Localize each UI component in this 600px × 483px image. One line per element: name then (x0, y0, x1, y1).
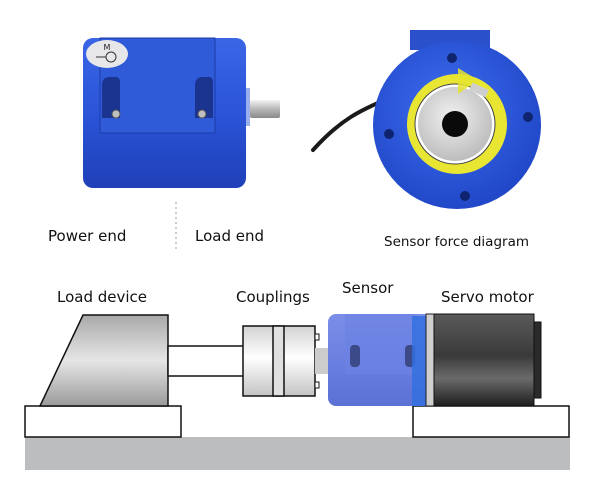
sensor-front-view (311, 30, 541, 209)
label-servo-motor: Servo motor (441, 288, 534, 306)
servo-motor-body (433, 313, 535, 407)
load-device-platform (24, 405, 182, 438)
mount-hole-left (384, 129, 394, 139)
slot-right (195, 77, 213, 118)
load-device-body (38, 314, 169, 407)
label-load-device: Load device (57, 288, 148, 306)
label-sensor: Sensor (342, 279, 394, 297)
center-bore (442, 111, 468, 137)
coupling-gap (272, 325, 285, 397)
mount-hole-bottom (460, 191, 470, 201)
sensor-small-slot-left (350, 345, 360, 367)
sensor-side-view (83, 37, 280, 188)
servo-motor-endcap (533, 321, 542, 399)
motor-platform (412, 405, 570, 438)
sticker-letter: M (104, 43, 111, 52)
screw-left (111, 109, 121, 119)
coupling-screw-top (314, 333, 320, 341)
output-shaft (250, 100, 280, 118)
mount-hole-right (523, 112, 533, 122)
load-shaft (167, 345, 245, 377)
mount-hole-top (447, 53, 457, 63)
sensor-flange (412, 316, 426, 406)
strain-gauge-label (469, 82, 489, 98)
label-load-end: Load end (195, 227, 265, 245)
sensor-shaft-small (315, 348, 330, 374)
coupling-screw-bottom (314, 381, 320, 389)
test-bench-diagram (24, 313, 570, 470)
screw-right (197, 109, 207, 119)
label-sensor-force-diagram: Sensor force diagram (384, 234, 529, 250)
motor-flange (425, 313, 435, 407)
ground-base (25, 437, 570, 470)
label-couplings: Couplings (236, 288, 310, 306)
rotation-arrow-icon (458, 68, 478, 94)
label-power-end: Power end (48, 227, 127, 245)
slot-left (102, 77, 120, 118)
